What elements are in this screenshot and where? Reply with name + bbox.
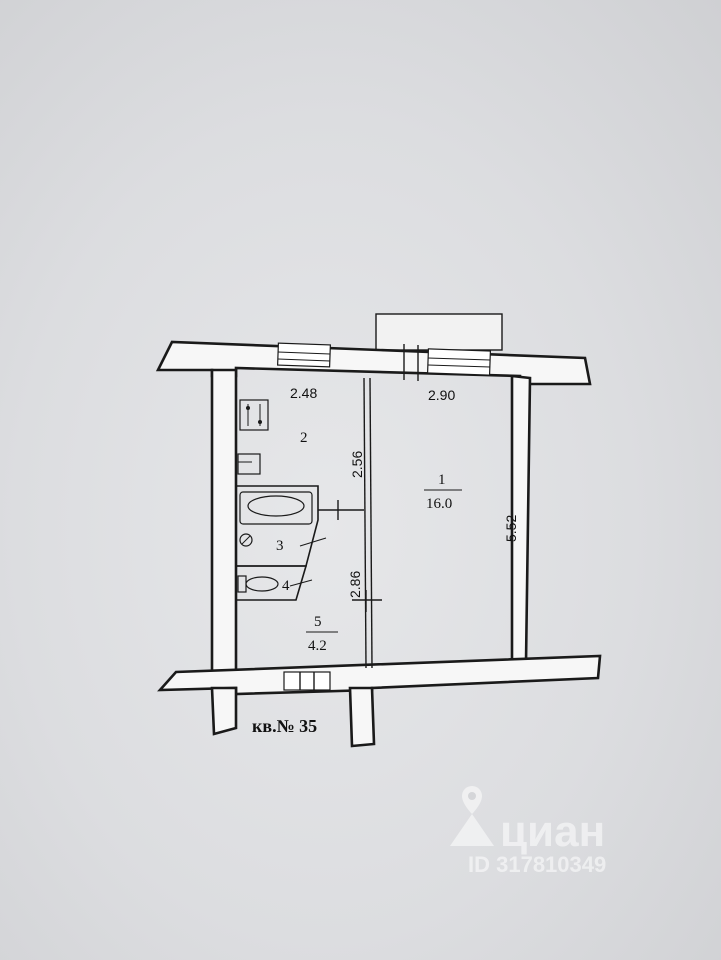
bathtub-icon <box>239 491 313 525</box>
room-4-leader <box>289 579 313 587</box>
dimension-room-width: 2.90 <box>428 387 455 403</box>
dimension-kitchen-depth: 2.56 <box>349 451 365 478</box>
dimension-kitchen-width: 2.48 <box>290 385 317 401</box>
washbasin-icon <box>239 533 253 547</box>
entrance-door <box>283 671 331 691</box>
room-2-number: 2 <box>300 430 308 446</box>
sink-icon <box>237 453 261 475</box>
room-1-area: 16.0 <box>426 496 452 512</box>
room-5-number: 5 <box>314 614 322 630</box>
dimension-hall-depth: 2.86 <box>347 571 363 598</box>
outer-walls <box>155 340 602 748</box>
toilet-icon <box>237 575 279 593</box>
watermark-id: ID 317810349 <box>468 852 606 877</box>
window-kitchen <box>277 342 331 368</box>
apartment-label: кв.№ 35 <box>252 716 317 736</box>
room-3-leader <box>299 537 327 547</box>
room-1-number: 1 <box>438 472 446 488</box>
watermark-brand: циан <box>500 807 605 856</box>
stove-icon <box>239 399 269 431</box>
room-4-number: 4 <box>282 578 290 594</box>
balcony-door <box>403 344 419 381</box>
window-room <box>426 348 492 376</box>
location-pin-icon <box>450 786 494 846</box>
room-3-number: 3 <box>276 538 284 554</box>
room-5-area: 4.2 <box>308 638 327 654</box>
balcony <box>375 313 503 351</box>
dimension-room-depth: 5.52 <box>503 515 519 542</box>
interior-partitions <box>235 377 382 669</box>
watermark: циан ID 317810349 <box>450 786 606 877</box>
